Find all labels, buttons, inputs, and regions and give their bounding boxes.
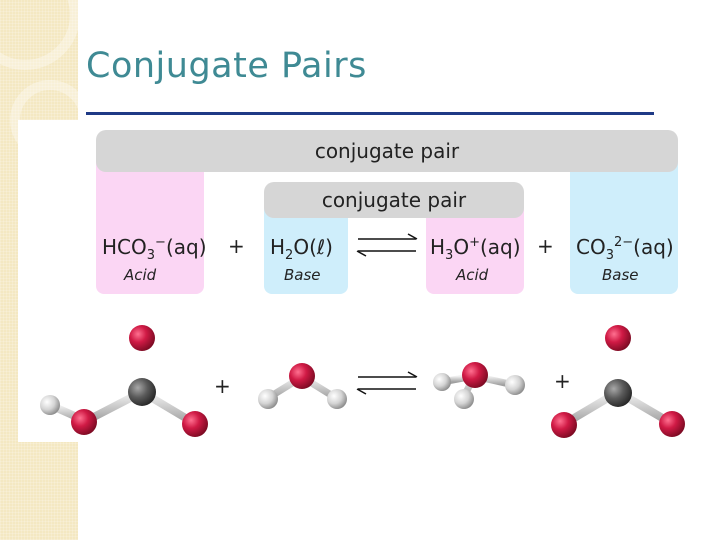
plus-sign: + — [537, 234, 554, 258]
equilibrium-arrows — [356, 371, 418, 395]
outer-conjugate-pair-label: conjugate pair — [315, 139, 460, 163]
role-label-base: Base — [602, 266, 639, 284]
oxygen-atom — [462, 362, 488, 388]
base-box-co3 — [570, 144, 678, 294]
oxygen-atom — [182, 411, 208, 437]
hydrogen-atom — [505, 375, 525, 395]
oxygen-atom — [129, 325, 155, 351]
oxygen-atom — [659, 411, 685, 437]
carbon-atom — [128, 378, 156, 406]
role-label-acid: Acid — [123, 266, 157, 284]
hydrogen-atom — [327, 389, 347, 409]
conjugate-pairs-figure: conjugate pair conjugate pair HCO3−(aq) … — [18, 120, 720, 442]
inner-conjugate-pair-bar — [264, 182, 524, 218]
role-label-base: Base — [284, 266, 321, 284]
title-underline — [86, 112, 654, 115]
oxygen-atom — [605, 325, 631, 351]
slide-title: Conjugate Pairs — [86, 46, 367, 86]
formula-hco3: HCO3−(aq) — [102, 235, 207, 263]
molecule-water — [258, 363, 347, 409]
formula-co3: CO32−(aq) — [576, 235, 674, 263]
acid-box-h3o — [426, 194, 524, 294]
molecule-hydronium — [433, 362, 525, 409]
hydrogen-atom — [454, 389, 474, 409]
plus-sign: + — [228, 234, 245, 258]
inner-conjugate-pair-label: conjugate pair — [322, 188, 467, 212]
decorative-ring — [0, 0, 80, 70]
formula-h2o: H2O(ℓ) — [270, 235, 333, 263]
molecule-bicarbonate — [40, 316, 208, 437]
outer-conjugate-pair-bar — [96, 130, 678, 172]
hydrogen-atom — [40, 395, 60, 415]
oxygen-atom — [289, 363, 315, 389]
molecule-carbonate — [551, 325, 685, 438]
formula-h3o: H3O+(aq) — [430, 235, 521, 263]
hydrogen-atom — [258, 389, 278, 409]
base-box-h2o — [264, 194, 348, 294]
plus-sign: + — [214, 374, 231, 398]
carbon-atom — [604, 379, 632, 407]
plus-sign: + — [554, 369, 571, 393]
oxygen-atom — [551, 412, 577, 438]
role-label-acid: Acid — [455, 266, 489, 284]
equation-diagram: conjugate pair conjugate pair HCO3−(aq) … — [40, 130, 685, 438]
acid-box-hco3 — [96, 144, 204, 294]
oxygen-atom — [71, 409, 97, 435]
hydrogen-atom — [433, 373, 451, 391]
equilibrium-arrows — [356, 233, 418, 257]
